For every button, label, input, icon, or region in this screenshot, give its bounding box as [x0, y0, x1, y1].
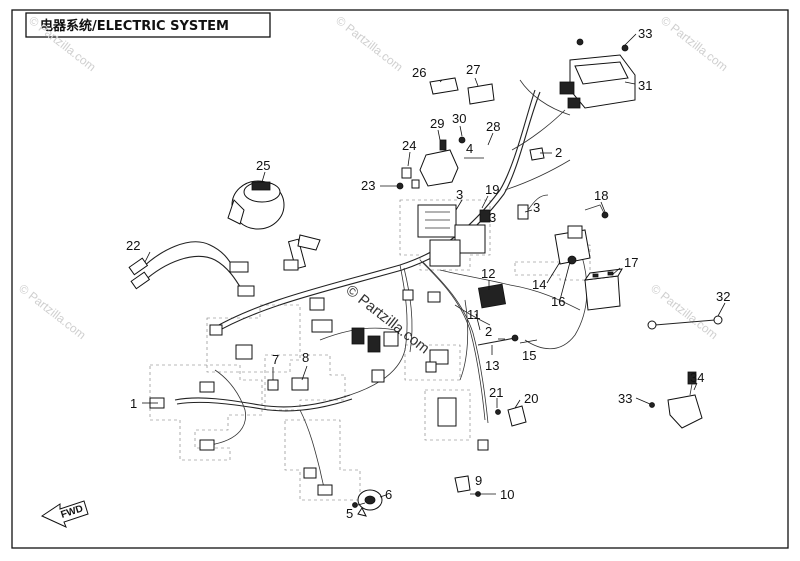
callout-11: 11 [467, 307, 481, 322]
callout-3b: 3 [489, 210, 496, 225]
main-wire-harness [174, 79, 588, 496]
callout-17: 17 [624, 255, 638, 270]
title-box [25, 12, 271, 38]
harness-connectors [149, 289, 489, 496]
fwd-arrow: FWD [40, 500, 89, 528]
sensor-20 [495, 405, 527, 427]
fuel-pump [227, 180, 285, 230]
callout-32: 32 [716, 289, 730, 304]
battery [583, 268, 623, 311]
callout-5: 5 [346, 506, 353, 521]
sensor-9 [454, 475, 481, 497]
callout-14: 14 [532, 277, 546, 292]
bolt-5 [352, 502, 358, 508]
watermark: © Partzilla.com [333, 13, 405, 74]
callout-12: 12 [481, 266, 495, 281]
callout-15: 15 [522, 348, 536, 363]
callout-33b: 33 [618, 391, 632, 406]
callout-13: 13 [485, 358, 499, 373]
starter-relay [554, 204, 609, 265]
callout-numbers: 1 2 2 3 3 3 4 5 6 7 8 9 10 11 12 13 14 1… [126, 26, 730, 521]
callout-25: 25 [256, 158, 270, 173]
ecu-module [559, 38, 636, 109]
leader-lines [142, 33, 726, 506]
callout-34: 34 [690, 370, 704, 385]
callout-1: 1 [130, 396, 137, 411]
callout-16: 16 [551, 294, 565, 309]
callout-24: 24 [402, 138, 416, 153]
callout-6: 6 [385, 487, 392, 502]
drawing-frame [11, 9, 789, 549]
callout-27: 27 [466, 62, 480, 77]
callout-21: 21 [489, 385, 503, 400]
callout-22: 22 [126, 238, 140, 253]
callout-2b: 2 [485, 324, 492, 339]
callout-8: 8 [302, 350, 309, 365]
ground-straps [477, 147, 549, 346]
callout-33: 33 [638, 26, 652, 41]
callout-3c: 3 [533, 200, 540, 215]
callout-30: 30 [452, 111, 466, 126]
switch-assembly [649, 371, 703, 429]
callout-26: 26 [412, 65, 426, 80]
callout-4: 4 [466, 141, 473, 156]
watermark: © Partzilla.com [648, 281, 720, 342]
callout-20: 20 [524, 391, 538, 406]
watermark: © Partzilla.com [16, 281, 88, 342]
diagram-title: 电器系统/ELECTRIC SYSTEM [40, 18, 229, 34]
oxygen-sensors [128, 241, 255, 297]
ignition-coil [283, 234, 321, 271]
horn [357, 489, 383, 517]
callout-2: 2 [555, 145, 562, 160]
callout-29: 29 [430, 116, 444, 131]
voltage-regulator [477, 283, 507, 309]
battery-cable [647, 315, 723, 330]
callout-7: 7 [272, 352, 279, 367]
callout-18: 18 [594, 188, 608, 203]
callout-31: 31 [638, 78, 652, 93]
fuse-box [417, 204, 491, 267]
callout-23: 23 [361, 178, 375, 193]
callout-3: 3 [456, 187, 463, 202]
callout-10: 10 [500, 487, 514, 502]
callout-28: 28 [486, 119, 500, 134]
callout-9: 9 [475, 473, 482, 488]
watermark: © Partzilla.com [658, 13, 730, 74]
insulation-plates [429, 77, 495, 105]
relay-assembly [396, 136, 466, 190]
callout-19: 19 [485, 182, 499, 197]
